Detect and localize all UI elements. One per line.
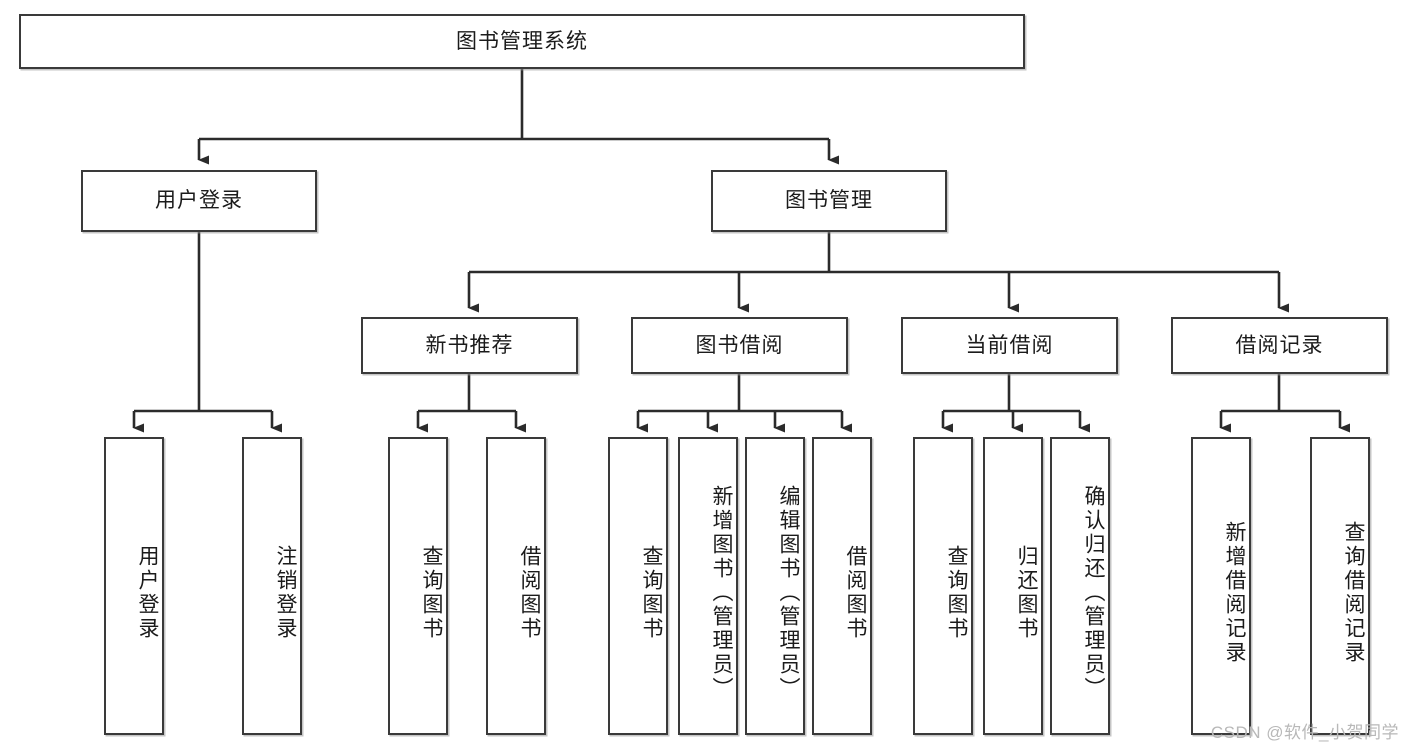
node-leaf-query-book-1-label: 查询图书 bbox=[420, 545, 443, 641]
node-leaf-borrow-book-2-label: 借阅图书 bbox=[844, 545, 867, 641]
node-leaf-add-record-label: 新增借阅记录 bbox=[1223, 521, 1246, 665]
node-borrow-record[interactable]: 借阅记录 bbox=[1171, 317, 1388, 374]
node-leaf-return-book[interactable]: 归还图书 bbox=[983, 437, 1043, 735]
node-leaf-query-record-label: 查询借阅记录 bbox=[1342, 521, 1365, 665]
node-leaf-borrow-book-1[interactable]: 借阅图书 bbox=[486, 437, 546, 735]
node-leaf-borrow-book-2[interactable]: 借阅图书 bbox=[812, 437, 872, 735]
node-leaf-confirm-return-label: 确认归还（管理员） bbox=[1082, 485, 1105, 701]
node-leaf-user-login[interactable]: 用户登录 bbox=[104, 437, 164, 735]
node-new-book-recommend-label: 新书推荐 bbox=[425, 333, 514, 357]
node-leaf-add-book-label: 新增图书（管理员） bbox=[710, 485, 733, 701]
node-current-borrow[interactable]: 当前借阅 bbox=[901, 317, 1118, 374]
node-current-borrow-label: 当前借阅 bbox=[965, 333, 1054, 357]
node-leaf-edit-book[interactable]: 编辑图书（管理员） bbox=[745, 437, 805, 735]
node-leaf-query-book-2-label: 查询图书 bbox=[640, 545, 663, 641]
node-leaf-add-record[interactable]: 新增借阅记录 bbox=[1191, 437, 1251, 735]
node-book-borrow[interactable]: 图书借阅 bbox=[631, 317, 848, 374]
node-root[interactable]: 图书管理系统 bbox=[19, 14, 1025, 69]
node-leaf-query-book-2[interactable]: 查询图书 bbox=[608, 437, 668, 735]
node-book-manage-label: 图书管理 bbox=[785, 189, 873, 213]
node-leaf-confirm-return[interactable]: 确认归还（管理员） bbox=[1050, 437, 1110, 735]
node-leaf-add-book[interactable]: 新增图书（管理员） bbox=[678, 437, 738, 735]
watermark: CSDN @软件_小贺同学 bbox=[1210, 723, 1399, 742]
node-leaf-logout[interactable]: 注销登录 bbox=[242, 437, 302, 735]
node-root-label: 图书管理系统 bbox=[456, 29, 588, 53]
node-book-borrow-label: 图书借阅 bbox=[695, 333, 784, 357]
node-leaf-query-book-3[interactable]: 查询图书 bbox=[913, 437, 973, 735]
node-leaf-query-book-3-label: 查询图书 bbox=[945, 545, 968, 641]
node-leaf-user-login-label: 用户登录 bbox=[136, 545, 159, 641]
node-user-login[interactable]: 用户登录 bbox=[81, 170, 317, 232]
node-leaf-borrow-book-1-label: 借阅图书 bbox=[518, 545, 541, 641]
node-borrow-record-label: 借阅记录 bbox=[1235, 333, 1324, 357]
node-leaf-edit-book-label: 编辑图书（管理员） bbox=[777, 485, 800, 701]
node-new-book-recommend[interactable]: 新书推荐 bbox=[361, 317, 578, 374]
node-leaf-query-record[interactable]: 查询借阅记录 bbox=[1310, 437, 1370, 735]
node-leaf-logout-label: 注销登录 bbox=[274, 545, 297, 641]
node-user-login-label: 用户登录 bbox=[155, 189, 243, 213]
node-book-manage[interactable]: 图书管理 bbox=[711, 170, 947, 232]
node-leaf-return-book-label: 归还图书 bbox=[1015, 545, 1038, 641]
node-leaf-query-book-1[interactable]: 查询图书 bbox=[388, 437, 448, 735]
